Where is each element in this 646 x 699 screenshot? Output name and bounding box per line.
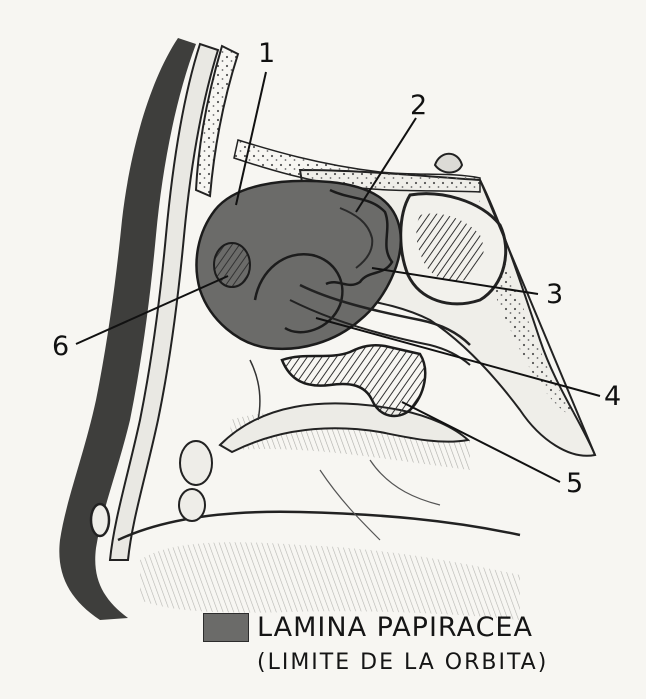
callout-1: 1 xyxy=(258,40,275,67)
callout-3: 3 xyxy=(546,281,563,308)
legend-label: LAMINA PAPIRACEA xyxy=(257,612,533,643)
nasal-floor xyxy=(118,512,520,540)
sella-bump xyxy=(435,154,462,173)
leader-6 xyxy=(76,276,228,344)
palate-mass xyxy=(140,542,520,620)
turbinate-ellipse-upper xyxy=(180,441,212,485)
callout-5: 5 xyxy=(566,470,583,497)
turbinate-ellipse-lower xyxy=(179,489,205,521)
callout-4: 4 xyxy=(604,383,621,410)
septum-line-b xyxy=(320,470,380,540)
legend-sublabel: (LIMITE DE LA ORBITA) xyxy=(257,650,548,675)
callout-2: 2 xyxy=(410,92,427,119)
nostril-ellipse xyxy=(91,504,109,536)
legend-swatch xyxy=(203,613,249,642)
callout-6: 6 xyxy=(52,333,69,360)
septum-line-c xyxy=(370,460,440,505)
septum-line-a xyxy=(250,360,260,420)
